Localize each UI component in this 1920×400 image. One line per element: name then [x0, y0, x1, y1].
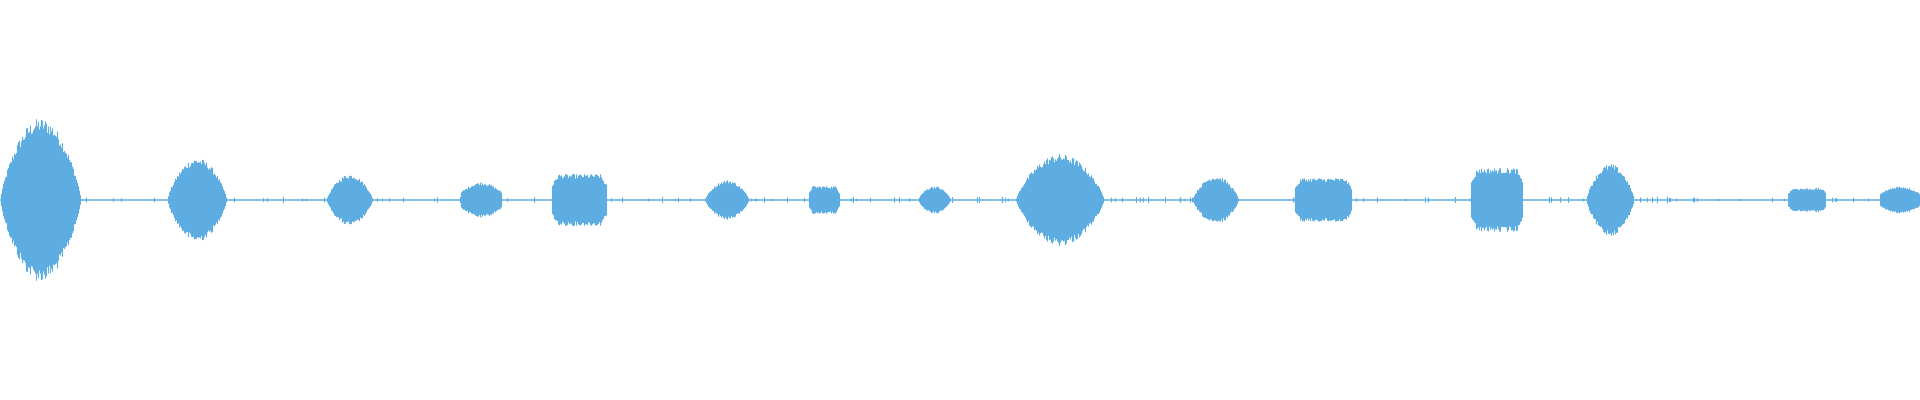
waveform-signal — [0, 119, 1920, 281]
waveform-bars — [0, 119, 1920, 281]
